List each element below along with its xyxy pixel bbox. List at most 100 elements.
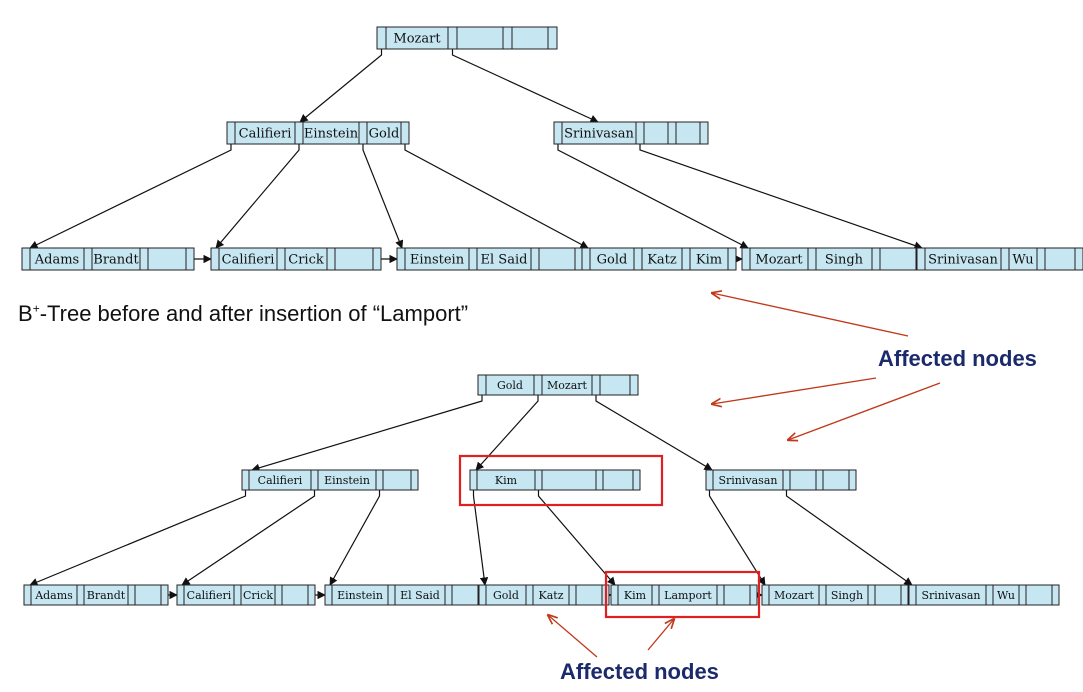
node-key-label: Singh — [825, 253, 864, 268]
edge-int2-to-leaf6 — [639, 129, 923, 250]
pointer-cell — [1051, 584, 1060, 606]
node-key-label: Srinivasan — [922, 589, 981, 602]
node-key-label: Kim — [696, 253, 722, 268]
pointer-cell — [23, 584, 32, 606]
annotation-arrow-to-kim-lamport — [647, 619, 674, 651]
node-key-label: Califieri — [258, 474, 303, 487]
edge-int1-to-leaf3 — [362, 129, 404, 249]
highlight-box-internal — [458, 454, 664, 507]
node-key-label: Srinivasan — [928, 253, 998, 268]
key-cell — [1044, 247, 1076, 271]
pointer-cell — [176, 584, 185, 606]
pointer-cell — [568, 584, 577, 606]
pointer-cell — [76, 584, 85, 606]
pointer-cell — [815, 469, 824, 491]
node-key-label: Wu — [1012, 253, 1033, 268]
pointer-cell — [160, 584, 169, 606]
pointer-cell — [396, 247, 406, 271]
pointer-cell — [241, 469, 250, 491]
pointer-cell — [530, 247, 540, 271]
key-cell — [147, 247, 187, 271]
tree-node-a-leaf2: Califieri Crick — [176, 584, 316, 606]
pointer-cell — [985, 584, 994, 606]
key-cell — [789, 469, 817, 491]
highlight-layer — [458, 454, 761, 619]
pointer-cell — [83, 247, 93, 271]
tree-node-b-leaf3: Einstein El Said — [396, 247, 584, 271]
pointer-cell — [1074, 247, 1083, 271]
pointer-cell — [534, 469, 543, 491]
pointer-cell — [699, 121, 709, 145]
key-cell — [541, 469, 597, 491]
node-key-label: Califieri — [187, 589, 232, 602]
node-key-label: Mozart — [393, 32, 441, 47]
node-key-label: Einstein — [304, 127, 359, 142]
pointer-cell — [294, 121, 304, 145]
pointer-cell — [21, 247, 31, 271]
pointer-cell — [358, 121, 368, 145]
pointer-cell — [635, 121, 645, 145]
pointer-cell — [632, 469, 641, 491]
node-key-label: Kim — [495, 474, 518, 487]
pointer-cell — [749, 584, 758, 606]
node-key-label: Adams — [34, 589, 73, 602]
pointer-cell — [681, 247, 691, 271]
pointer-cell — [908, 584, 917, 606]
pointer-cell — [716, 584, 725, 606]
tree-node-a-leaf1: Adams Brandt — [23, 584, 169, 606]
key-cell — [334, 247, 374, 271]
node-key-label: Kim — [624, 589, 647, 602]
pointer-cell — [139, 247, 149, 271]
node-key-label: Singh — [831, 589, 863, 602]
node-key-label: Katz — [539, 589, 564, 602]
edge-int1-to-leaf4 — [404, 129, 589, 249]
node-key-label: Einstein — [410, 253, 465, 268]
node-key-label: Gold — [493, 589, 519, 602]
tree-node-a-int3: Srinivasan — [705, 469, 857, 491]
pointer-cell — [210, 247, 220, 271]
pointer-cell — [468, 247, 478, 271]
node-key-label: Einstein — [324, 474, 370, 487]
edge-root-to-int1 — [299, 34, 383, 123]
node-key-label: Wu — [997, 589, 1015, 602]
pointer-cell — [553, 121, 563, 145]
pointer-cell — [741, 247, 751, 271]
edge-int1-to-leaf3 — [329, 477, 381, 586]
tree-node-b-root: Mozart — [376, 26, 558, 50]
pointer-cell — [867, 584, 876, 606]
pointer-cell — [591, 374, 601, 396]
tree-node-b-leaf6: Srinivasan Wu — [916, 247, 1083, 271]
pointer-cell — [375, 469, 384, 491]
pointer-cell — [1018, 584, 1027, 606]
pointer-cell — [900, 584, 909, 606]
affected-nodes-label-bottom: Affected nodes — [560, 659, 719, 684]
edge-int3-to-leaf7 — [785, 477, 913, 586]
pointer-cell — [1036, 247, 1046, 271]
edge-int3-to-leaf6 — [708, 477, 766, 586]
pointer-cell — [651, 584, 660, 606]
pointer-cell — [705, 469, 714, 491]
node-key-label: Brandt — [87, 589, 126, 602]
tree-node-a-int1: Califieri Einstein — [241, 469, 419, 491]
pointer-cell — [233, 584, 242, 606]
edge-int1-to-leaf1 — [29, 477, 247, 586]
key-cell — [456, 26, 504, 50]
node-key-label: Crick — [288, 253, 324, 268]
pointer-cell — [310, 469, 319, 491]
key-cell — [1025, 584, 1053, 606]
node-key-label: Mozart — [755, 253, 803, 268]
pointer-cell — [274, 584, 283, 606]
pointer-cell — [581, 247, 591, 271]
node-key-label: El Said — [481, 253, 528, 268]
pointer-cell — [818, 584, 827, 606]
node-key-label: Gold — [497, 379, 523, 392]
node-key-label: Crick — [243, 589, 273, 602]
pointer-cell — [127, 584, 136, 606]
